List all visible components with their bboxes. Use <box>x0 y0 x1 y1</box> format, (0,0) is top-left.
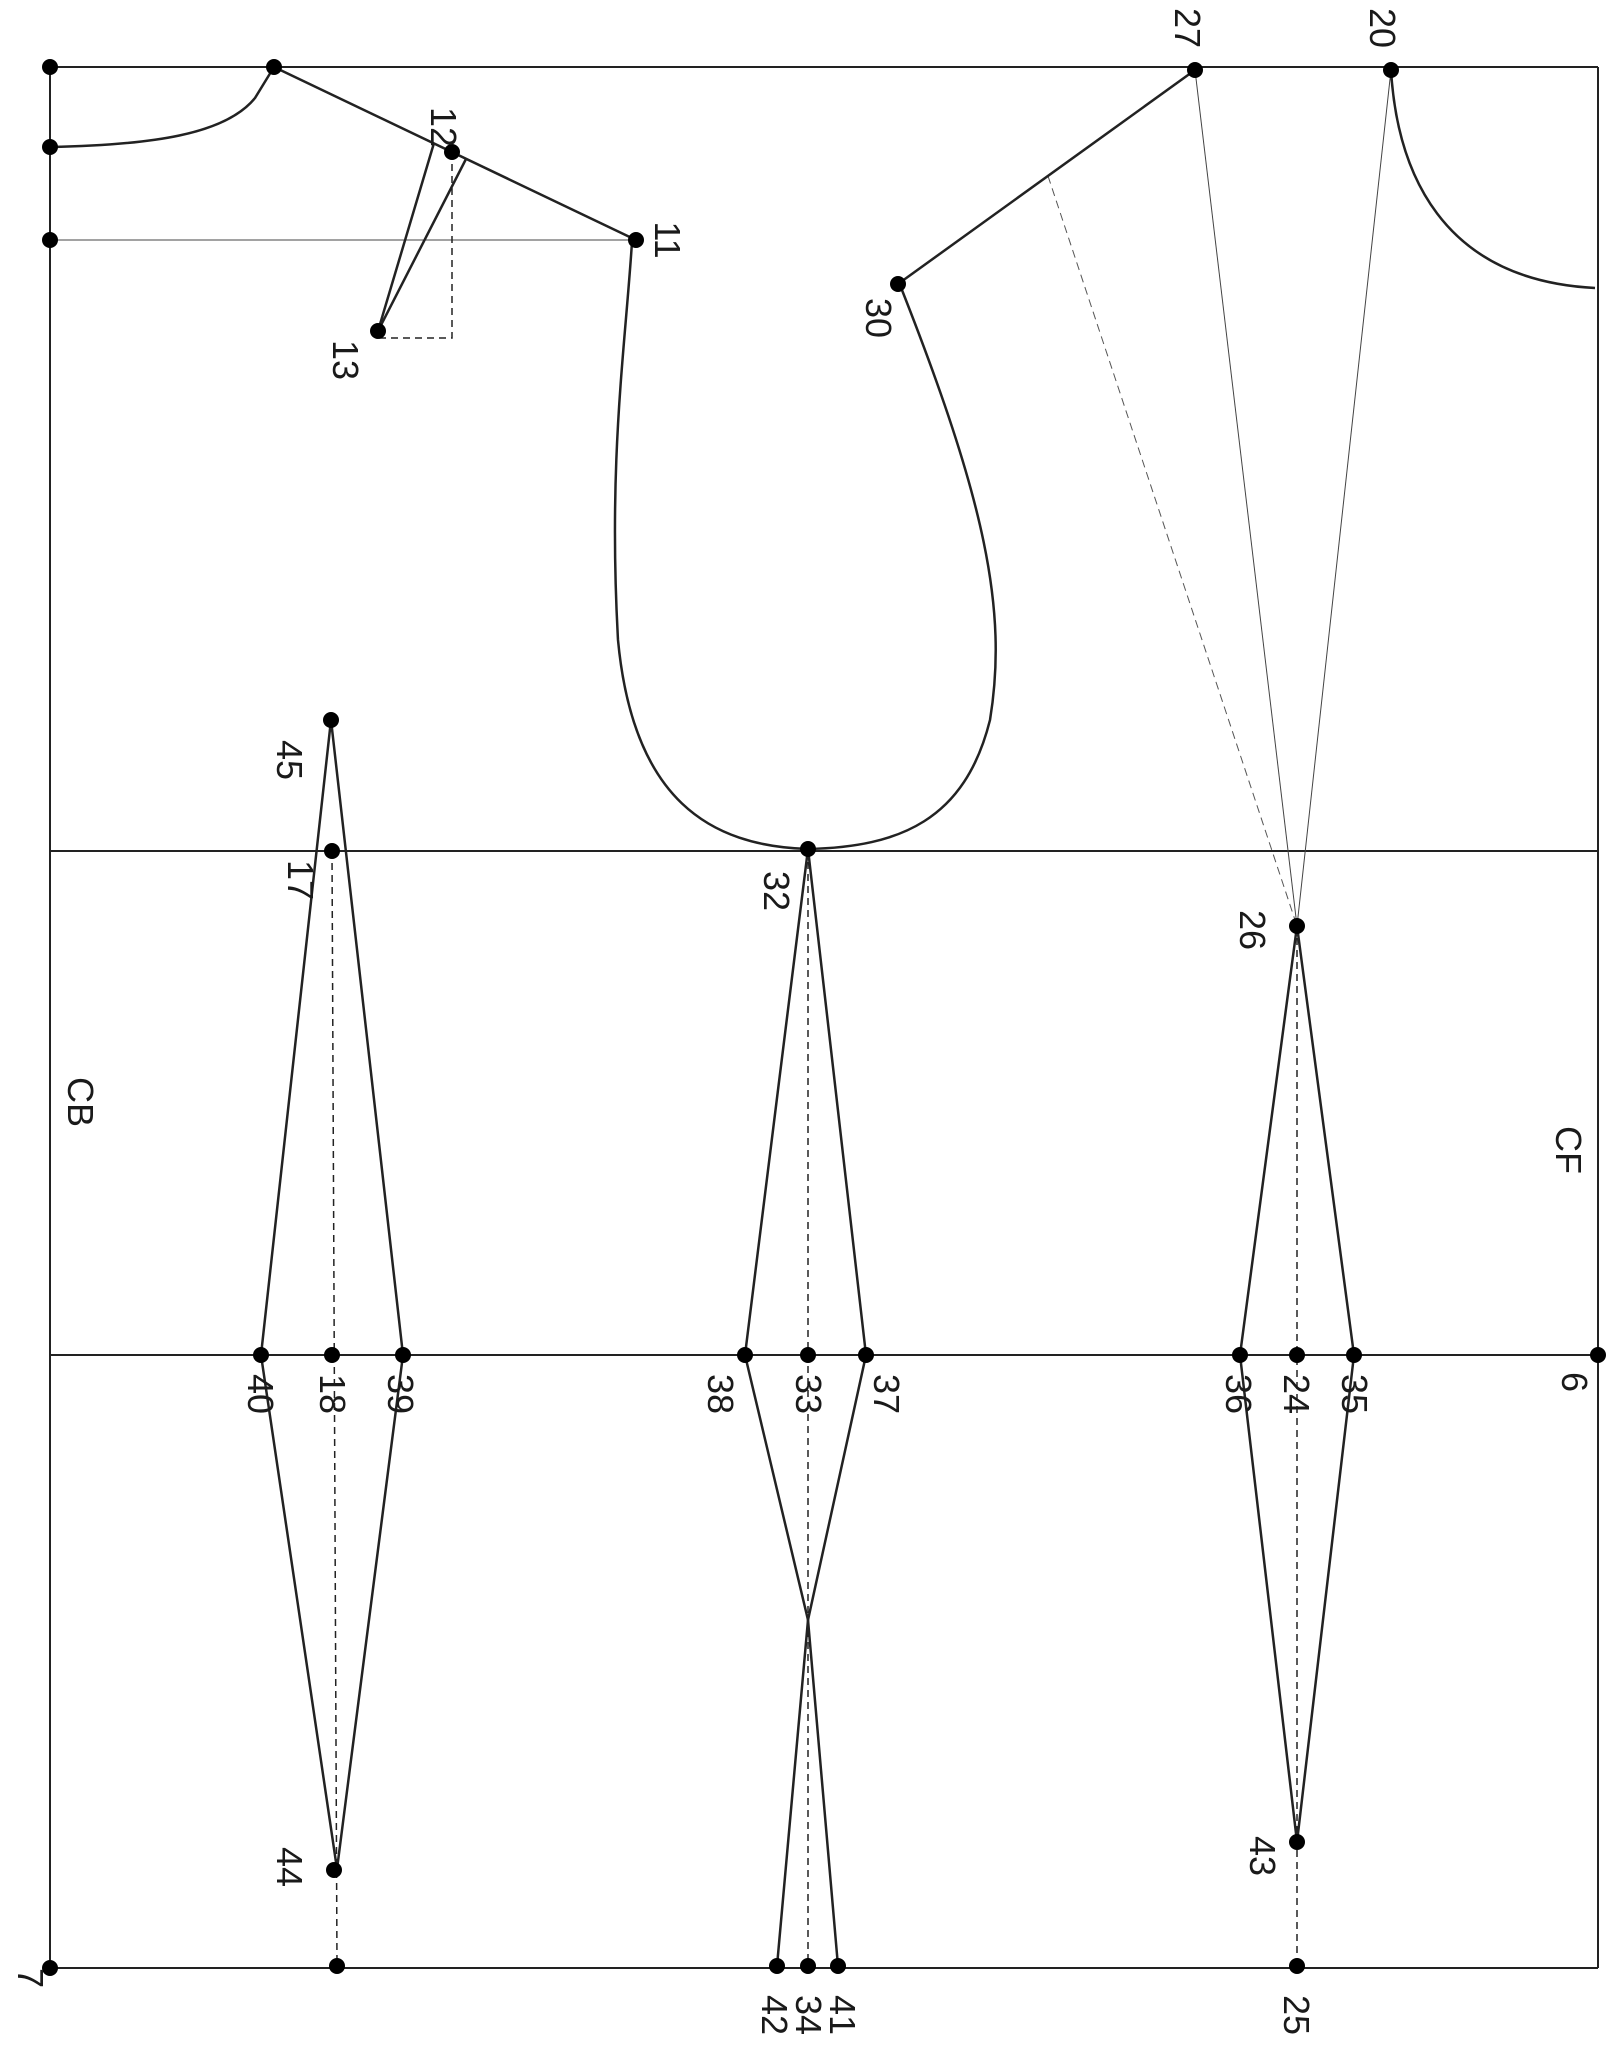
point-marker-45 <box>323 712 339 728</box>
point-marker-37 <box>858 1347 874 1363</box>
guide-lines <box>50 69 1392 927</box>
point-marker-13 <box>370 323 386 339</box>
point-marker-42 <box>769 1958 785 1974</box>
pattern-frame <box>49 66 1599 1969</box>
point-marker-36 <box>1232 1347 1248 1363</box>
point-marker-24 <box>1289 1347 1305 1363</box>
point-label-30: 30 <box>858 298 899 338</box>
point-label-40: 40 <box>240 1374 281 1414</box>
dart-guide-20-26 <box>1296 69 1392 927</box>
point-label-11: 11 <box>647 221 688 258</box>
shoulder-dart-leg-2 <box>376 158 468 332</box>
dart-guide-27-26 <box>1194 69 1298 927</box>
point-marker-12 <box>444 144 460 160</box>
front-neckline <box>1389 69 1596 290</box>
back-dart-center-line <box>331 850 338 1967</box>
point-marker-35 <box>1346 1347 1362 1363</box>
dart-guide-dashed <box>1047 175 1298 927</box>
point-marker-39 <box>395 1347 411 1363</box>
point-label-44: 44 <box>269 1847 310 1887</box>
point-label-45: 45 <box>269 740 310 780</box>
point-marker-38 <box>737 1347 753 1363</box>
point-marker-6 <box>1590 1347 1606 1363</box>
point-marker-18 <box>324 1347 340 1363</box>
point-label-32: 32 <box>756 871 797 911</box>
point-label-7: 7 <box>10 1968 51 1988</box>
point-label-42: 42 <box>754 1995 795 2035</box>
point-marker-34 <box>800 1958 816 1974</box>
point-label-34: 34 <box>788 1995 829 2035</box>
point-label-41: 41 <box>822 1995 863 2035</box>
pattern-outlines <box>49 65 1596 1967</box>
armhole-curve <box>613 241 997 851</box>
point-marker <box>266 59 282 75</box>
point-marker-30 <box>890 276 906 292</box>
cb-label: CB <box>60 1077 101 1127</box>
point-label-27: 27 <box>1167 8 1208 48</box>
point-marker-40 <box>253 1347 269 1363</box>
point-label-24: 24 <box>1276 1374 1317 1414</box>
point-label-37: 37 <box>866 1374 907 1414</box>
point-label-25: 25 <box>1276 1995 1317 2035</box>
point-label-35: 35 <box>1334 1374 1375 1414</box>
point-marker <box>42 232 58 248</box>
dashed-center-lines <box>331 152 1298 1967</box>
point-marker <box>329 1958 345 1974</box>
point-label-17: 17 <box>280 860 321 900</box>
point-marker-20 <box>1383 62 1399 78</box>
point-marker-32 <box>800 841 816 857</box>
point-label-39: 39 <box>380 1374 421 1414</box>
point-label-18: 18 <box>312 1374 353 1414</box>
point-marker <box>42 139 58 155</box>
back-neckline <box>49 66 276 149</box>
cf-label: CF <box>1548 1126 1589 1174</box>
point-marker-26 <box>1289 918 1305 934</box>
point-label-38: 38 <box>700 1374 741 1414</box>
point-label-13: 13 <box>325 340 366 380</box>
side-seam-left <box>743 848 810 1967</box>
shoulder-dart-box <box>378 152 453 339</box>
point-marker-27 <box>1187 62 1203 78</box>
point-marker-11 <box>628 232 644 248</box>
point-label-33: 33 <box>788 1374 829 1414</box>
point-label-36: 36 <box>1218 1374 1259 1414</box>
front-shoulder-seam <box>897 68 1196 286</box>
point-marker-17 <box>324 843 340 859</box>
point-marker <box>42 59 58 75</box>
point-marker-44 <box>326 1862 342 1878</box>
point-marker-7 <box>42 1960 58 1976</box>
point-markers <box>42 59 1606 1976</box>
point-label-26: 26 <box>1232 910 1273 950</box>
point-marker-43 <box>1289 1834 1305 1850</box>
point-label-12: 12 <box>423 107 464 147</box>
point-marker-41 <box>830 1958 846 1974</box>
point-label-6: 6 <box>1554 1372 1595 1392</box>
point-marker-25 <box>1289 1958 1305 1974</box>
point-marker-33 <box>800 1347 816 1363</box>
labels: CB CF 6 7 11 12 13 17 18 20 24 25 26 27 … <box>10 8 1595 2035</box>
shoulder-dart-leg-1 <box>376 142 436 332</box>
point-label-43: 43 <box>1242 1836 1283 1876</box>
point-label-20: 20 <box>1362 8 1403 48</box>
side-seam-right <box>806 848 868 1967</box>
